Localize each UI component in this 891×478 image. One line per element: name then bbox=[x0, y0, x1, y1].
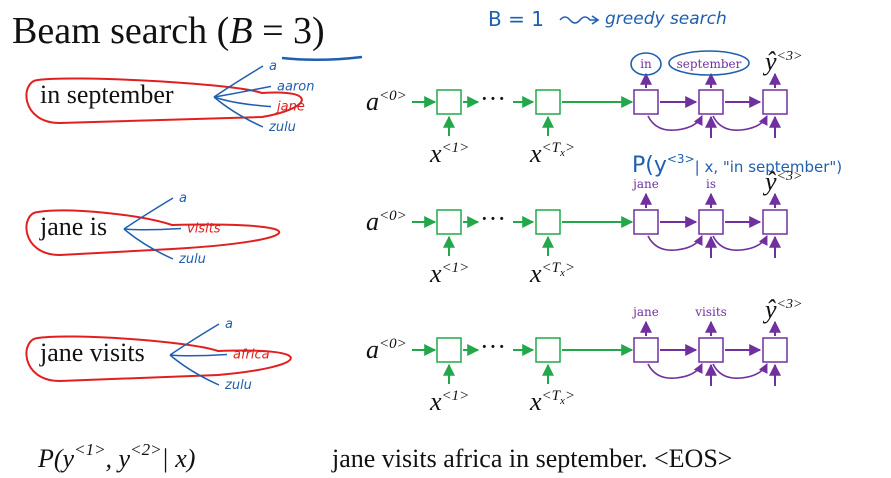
candidate-branch bbox=[213, 85, 272, 98]
decoder-word: is bbox=[706, 177, 716, 191]
encoder-cell bbox=[535, 209, 561, 235]
feedback-loop bbox=[712, 235, 768, 252]
candidate-word: aaron bbox=[277, 79, 314, 94]
decoder-cell bbox=[698, 337, 724, 363]
decoder-word: jane bbox=[631, 305, 659, 319]
candidate-branch bbox=[123, 227, 182, 231]
decoder-cell bbox=[633, 89, 659, 115]
ellipsis: ··· bbox=[480, 332, 506, 361]
input-xT: x<Tx> bbox=[529, 387, 575, 416]
decoder-word: visits bbox=[694, 305, 727, 319]
encoder-cell bbox=[535, 337, 561, 363]
title-underline bbox=[281, 55, 363, 62]
joint-prob-formula: P(y<1>, y<2>| x) bbox=[37, 440, 195, 473]
feedback-loop bbox=[712, 363, 768, 380]
output-sentence: jane visits africa in september. <EOS> bbox=[331, 444, 732, 473]
encoder-cell bbox=[436, 337, 462, 363]
encoder-cell bbox=[535, 89, 561, 115]
beam-row: jane visits a africa zulu a<0> ··· x<1> x<Tx> ja… bbox=[25, 295, 802, 416]
candidate-word: visits bbox=[187, 222, 221, 237]
candidate-branch bbox=[213, 96, 264, 128]
circled-word bbox=[630, 52, 662, 76]
candidate-word: zulu bbox=[178, 252, 206, 267]
encoder-initial-activation: a<0> bbox=[366, 207, 407, 236]
decoder-cell bbox=[633, 209, 659, 235]
candidate-branch bbox=[169, 323, 220, 356]
candidate-word: zulu bbox=[224, 378, 252, 393]
decoder-cell bbox=[762, 89, 788, 115]
greedy-note-right: greedy search bbox=[605, 9, 727, 29]
input-xT: x<Tx> bbox=[529, 139, 575, 168]
feedback-loop bbox=[647, 115, 703, 132]
prefix-phrase: in september bbox=[40, 80, 174, 109]
candidate-branch bbox=[169, 354, 220, 386]
red-highlight-loop bbox=[25, 77, 303, 125]
decoder-word: in bbox=[640, 57, 652, 71]
candidate-word: a bbox=[225, 317, 233, 332]
candidate-branch bbox=[213, 96, 272, 108]
decoder-cell bbox=[698, 209, 724, 235]
decoder-word: jane bbox=[631, 177, 659, 191]
candidate-word: a bbox=[179, 191, 187, 206]
circled-word bbox=[668, 50, 750, 76]
candidate-branch bbox=[169, 353, 228, 357]
decoder-cell bbox=[633, 337, 659, 363]
candidate-branch bbox=[123, 228, 174, 260]
decoder-cell bbox=[762, 209, 788, 235]
candidate-word: jane bbox=[275, 100, 305, 115]
red-highlight-loop bbox=[25, 209, 281, 257]
candidate-word: a bbox=[269, 59, 277, 74]
predicted-output: ŷ<3> bbox=[762, 167, 802, 196]
input-x1: x<1> bbox=[429, 139, 469, 168]
page-title: Beam search (B = 3) bbox=[12, 10, 325, 52]
greedy-note: B = 1 bbox=[488, 7, 544, 31]
ellipsis: ··· bbox=[480, 204, 506, 233]
feedback-loop bbox=[647, 363, 703, 380]
candidate-word: africa bbox=[233, 348, 270, 363]
squiggle-arrow bbox=[559, 15, 600, 25]
beam-row: jane is a visits zulu a<0> ··· x<1> x<Tx> jane is… bbox=[25, 167, 802, 288]
encoder-cell bbox=[436, 89, 462, 115]
encoder-cell bbox=[436, 209, 462, 235]
decoder-word: september bbox=[677, 57, 742, 71]
feedback-loop bbox=[712, 115, 768, 132]
candidate-branch bbox=[123, 197, 174, 230]
ellipsis: ··· bbox=[480, 84, 506, 113]
prefix-phrase: jane is bbox=[39, 212, 107, 241]
candidate-word: zulu bbox=[268, 120, 296, 135]
input-xT: x<Tx> bbox=[529, 259, 575, 288]
input-x1: x<1> bbox=[429, 387, 469, 416]
encoder-initial-activation: a<0> bbox=[366, 335, 407, 364]
feedback-loop bbox=[647, 235, 703, 252]
predicted-output: ŷ<3> bbox=[762, 295, 802, 324]
conditional-prob-note: P(y<3>| x, "in september") bbox=[632, 152, 842, 178]
predicted-output: ŷ<3> bbox=[762, 47, 802, 76]
decoder-cell bbox=[762, 337, 788, 363]
input-x1: x<1> bbox=[429, 259, 469, 288]
candidate-branch bbox=[213, 65, 264, 98]
decoder-cell bbox=[698, 89, 724, 115]
prefix-phrase: jane visits bbox=[39, 338, 145, 367]
red-highlight-loop bbox=[25, 335, 292, 383]
encoder-initial-activation: a<0> bbox=[366, 87, 407, 116]
